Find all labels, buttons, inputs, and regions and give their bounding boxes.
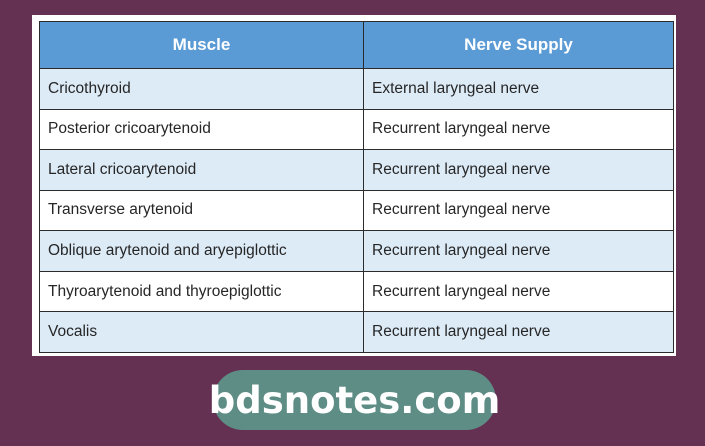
nerve-cell: Recurrent laryngeal nerve	[363, 189, 674, 232]
muscle-cell: Vocalis	[39, 311, 364, 353]
table-row: Cricothyroid External laryngeal nerve	[39, 68, 674, 110]
muscle-cell: Posterior cricoarytenoid	[39, 108, 364, 151]
muscle-cell: Thyroarytenoid and thyroepiglottic	[39, 270, 364, 313]
muscle-cell: Oblique arytenoid and aryepiglottic	[39, 230, 364, 272]
nerve-cell: External laryngeal nerve	[363, 68, 674, 110]
muscle-cell: Cricothyroid	[39, 68, 364, 110]
table-header-row: Muscle Nerve Supply	[39, 21, 674, 69]
table-row: Lateral cricoarytenoid Recurrent larynge…	[39, 149, 674, 191]
table-row: Vocalis Recurrent laryngeal nerve	[39, 311, 674, 353]
nerve-cell: Recurrent laryngeal nerve	[363, 230, 674, 272]
nerve-cell: Recurrent laryngeal nerve	[363, 108, 674, 151]
watermark-badge: bdsnotes.com	[209, 370, 500, 430]
table-row: Transverse arytenoid Recurrent laryngeal…	[39, 189, 674, 232]
nerve-cell: Recurrent laryngeal nerve	[363, 311, 674, 353]
muscle-nerve-table: Muscle Nerve Supply Cricothyroid Externa…	[39, 21, 674, 353]
nerve-cell: Recurrent laryngeal nerve	[363, 270, 674, 313]
table-frame: Muscle Nerve Supply Cricothyroid Externa…	[32, 15, 676, 356]
header-muscle: Muscle	[39, 21, 364, 69]
watermark-text: bdsnotes.com	[208, 378, 501, 422]
muscle-cell: Lateral cricoarytenoid	[39, 149, 364, 191]
header-nerve-supply: Nerve Supply	[363, 21, 674, 69]
muscle-cell: Transverse arytenoid	[39, 189, 364, 232]
nerve-cell: Recurrent laryngeal nerve	[363, 149, 674, 191]
table-row: Thyroarytenoid and thyroepiglottic Recur…	[39, 270, 674, 313]
table-row: Oblique arytenoid and aryepiglottic Recu…	[39, 230, 674, 272]
table-row: Posterior cricoarytenoid Recurrent laryn…	[39, 108, 674, 151]
